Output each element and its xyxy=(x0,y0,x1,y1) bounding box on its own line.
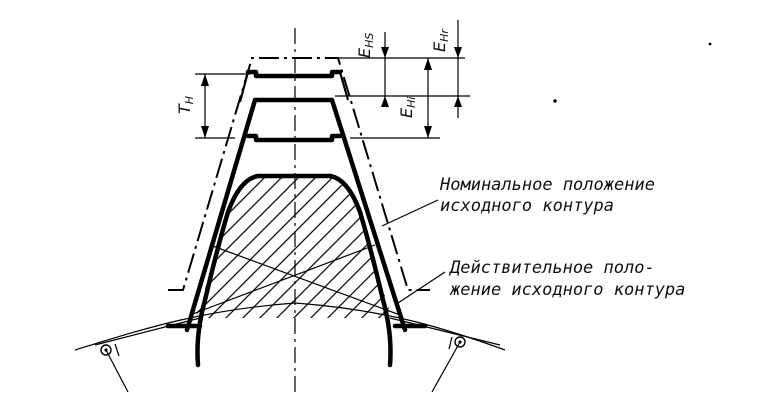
dimension-th-sub: H xyxy=(183,96,196,104)
dimension-ehi-arrow-top xyxy=(424,58,432,70)
lower-tip-line xyxy=(245,133,343,143)
upper-contour-flanks xyxy=(238,71,250,103)
dimension-ehs-label: EHS xyxy=(355,33,376,58)
dimension-ehs-sub: HS xyxy=(363,33,376,48)
dimension-ehs-arrow-bottom xyxy=(381,96,389,107)
caption-actual-line-2: жение исходного контура xyxy=(449,280,685,300)
dimension-ehr-main: E xyxy=(430,41,449,52)
pivot-symbol-right xyxy=(431,336,466,393)
dimension-th-arrow-top xyxy=(201,74,209,86)
nominal-rack-contour xyxy=(168,57,430,291)
dimension-th-label: TH xyxy=(175,96,196,114)
root-circle-left xyxy=(74,302,296,351)
scan-speck-1 xyxy=(553,99,557,103)
scan-speck-2 xyxy=(708,42,712,46)
tangent-line-right xyxy=(389,317,501,346)
upper-actual-contour xyxy=(245,69,343,79)
dimension-th-arrow-bottom xyxy=(201,126,209,138)
dimension-ehi-label: EHi xyxy=(397,97,418,118)
caption-actual-line-1: Действительное поло- xyxy=(448,258,655,278)
dimension-ehi-main: E xyxy=(397,107,416,118)
line-of-action-1 xyxy=(209,244,401,316)
dimension-th-main: T xyxy=(175,103,194,114)
dimension-ehi-arrow-bottom xyxy=(424,126,432,138)
dimension-ehs-main: E xyxy=(355,47,374,58)
pivot-symbol-left xyxy=(100,343,129,393)
leader-nominal xyxy=(381,199,439,227)
line-of-action-2 xyxy=(189,244,376,316)
leader-actual xyxy=(394,271,446,306)
caption-nominal-line-2: исходного контура xyxy=(440,196,614,216)
dimension-ehr-label: EHr xyxy=(430,28,451,52)
caption-nominal-line-1: Номинальное положение xyxy=(439,175,655,195)
dimension-ehi-sub: Hi xyxy=(405,97,418,108)
middle-actual-contour xyxy=(184,97,408,333)
dimension-ehr-arrow-top xyxy=(454,47,462,58)
tooth-profile-left xyxy=(195,173,333,368)
dimension-ehr-sub: Hr xyxy=(438,28,451,42)
tooth-profile-right xyxy=(327,173,393,368)
dimension-ehr-arrow-bottom xyxy=(454,96,462,107)
tangent-line-left xyxy=(94,317,201,346)
root-circle-right xyxy=(294,302,506,351)
dimension-ehs-arrow-top xyxy=(381,47,389,58)
upper-contour-flanks-right xyxy=(338,71,350,101)
